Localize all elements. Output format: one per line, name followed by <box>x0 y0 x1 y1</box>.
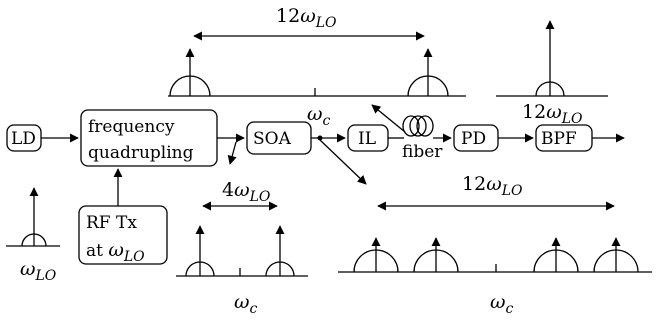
lo-spectrum: ωLO <box>6 187 60 284</box>
lo-freq-label: ωLO <box>20 258 57 284</box>
bottom-center-freq-label: ωc <box>490 291 514 317</box>
pd-label: PD <box>461 129 486 149</box>
fiber-label: fiber <box>402 142 443 162</box>
ld-label: LD <box>11 129 36 149</box>
quadrupler-tap-arrow <box>227 141 237 165</box>
mid-spectrum: 4ωLO ωc <box>176 179 308 317</box>
rf-tx-label-line2: at ωLO <box>86 239 145 265</box>
quadrupler-label-line2: quadrupling <box>88 143 194 163</box>
mid-center-freq-label: ωc <box>234 291 258 317</box>
top-spectrum: 12ωLO ωc <box>168 5 466 129</box>
fiber-coil <box>388 115 452 143</box>
il-reflection-arrow <box>371 104 406 133</box>
soa-output-node <box>317 135 323 141</box>
top-center-freq-label: ωc <box>307 103 331 129</box>
output-freq-label: 12ωLO <box>522 101 583 127</box>
bpf-label: BPF <box>541 129 577 149</box>
soa-to-bottom-spectrum-arrow <box>319 139 367 185</box>
bottom-spectrum: 12ωLO ωc <box>338 173 652 317</box>
rf-tx-block <box>78 205 168 265</box>
bottom-spacing-label: 12ωLO <box>462 173 523 199</box>
il-label: IL <box>358 129 376 149</box>
soa-label: SOA <box>253 129 292 149</box>
quadrupler-label-line1: frequency <box>88 117 175 137</box>
block-chain: LD frequency quadrupling SOA IL fibe <box>6 104 625 265</box>
rf-tx-label-line1: RF Tx <box>86 213 137 233</box>
output-spectrum: 12ωLO <box>496 20 608 127</box>
mid-spacing-label: 4ωLO <box>222 179 271 205</box>
top-spacing-label: 12ωLO <box>276 5 337 31</box>
